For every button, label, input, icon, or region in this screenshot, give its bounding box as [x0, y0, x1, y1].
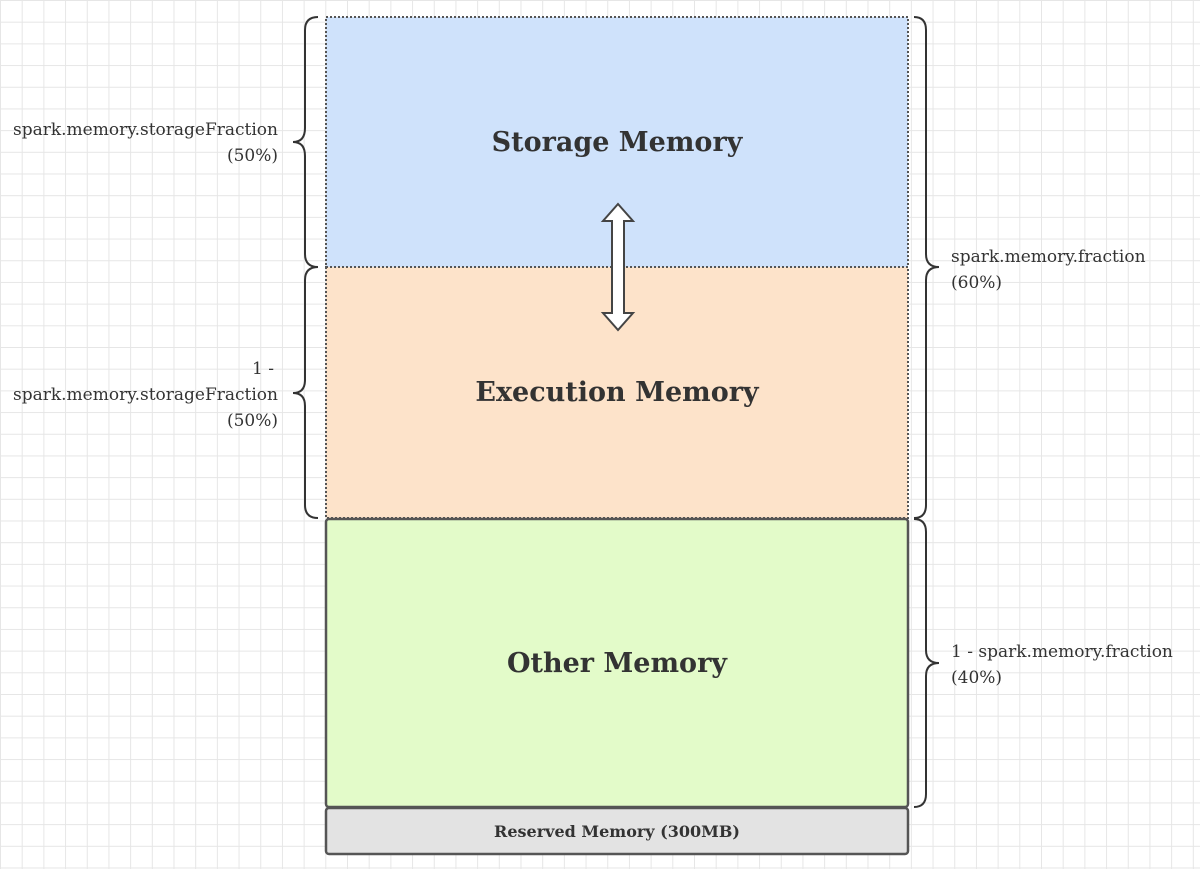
memory-fraction-label-line1: spark.memory.fraction — [951, 247, 1146, 267]
storage-fraction-label: spark.memory.storageFraction (50%) — [13, 120, 278, 166]
memory-fraction-right-brace — [913, 16, 940, 519]
execution-memory-title: Execution Memory — [475, 377, 760, 408]
reserved-memory-rect — [324, 806, 910, 856]
other-fraction-label-line1: 1 - spark.memory.fraction — [951, 642, 1173, 662]
storage-fraction-label-line2: (50%) — [227, 146, 278, 166]
other-fraction-label: 1 - spark.memory.fraction (40%) — [951, 642, 1173, 688]
storage-fraction-label-line1: spark.memory.storageFraction — [13, 120, 278, 140]
execution-fraction-label-line2: spark.memory.storageFraction — [13, 385, 278, 405]
memory-fraction-label: spark.memory.fraction (60%) — [951, 247, 1146, 293]
execution-fraction-label: 1 - spark.memory.storageFraction (50%) — [13, 359, 278, 431]
execution-memory-block: Execution Memory — [325, 266, 909, 519]
other-fraction-right-brace — [913, 518, 940, 808]
execution-fraction-label-line3: (50%) — [227, 411, 278, 431]
execution-fraction-left-brace — [292, 266, 319, 519]
reserved-memory-title: Reserved Memory (300MB) — [494, 822, 740, 841]
other-fraction-label-line2: (40%) — [951, 668, 1002, 688]
execution-fraction-label-line1: 1 - — [252, 359, 274, 379]
storage-fraction-left-brace — [292, 16, 319, 268]
other-memory-block: Other Memory — [324, 517, 910, 809]
reserved-memory-block: Reserved Memory (300MB) — [324, 806, 910, 856]
storage-memory-title: Storage Memory — [492, 127, 744, 158]
double-headed-vertical-arrow-icon — [600, 202, 636, 332]
other-memory-title: Other Memory — [507, 648, 728, 679]
memory-fraction-label-line2: (60%) — [951, 273, 1002, 293]
